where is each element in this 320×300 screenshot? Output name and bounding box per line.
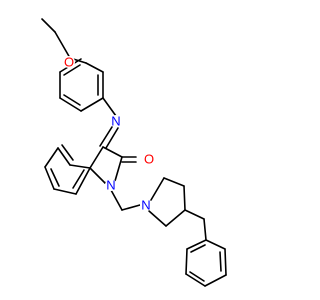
- bond: [163, 177, 185, 187]
- bond: [63, 64, 81, 76]
- bond: [89, 146, 104, 169]
- bond: [224, 248, 227, 276]
- ether-oxygen-label: O: [64, 55, 74, 70]
- bond: [102, 146, 123, 158]
- bond: [205, 239, 226, 250]
- bond: [89, 167, 106, 184]
- indole-nitrogen-label: N: [106, 178, 115, 193]
- bond: [203, 218, 207, 241]
- bond: [102, 97, 117, 117]
- carbonyl-oxygen-label: O: [144, 152, 154, 167]
- bond: [44, 147, 59, 168]
- piperidine-nitrogen-label: N: [141, 198, 150, 213]
- bond: [44, 166, 55, 190]
- bond: [185, 273, 206, 287]
- bond: [114, 156, 123, 182]
- bond: [186, 239, 207, 250]
- imine-nitrogen-label: N: [111, 114, 120, 129]
- bond: [121, 204, 141, 211]
- bond: [99, 126, 113, 147]
- bond: [41, 18, 56, 33]
- bond: [75, 167, 91, 195]
- bond: [63, 94, 81, 106]
- bond: [72, 169, 85, 189]
- bond: [105, 127, 119, 149]
- bond: [219, 251, 222, 272]
- bond: [204, 274, 227, 287]
- bond-lines: [41, 18, 227, 287]
- bond: [57, 147, 71, 166]
- bond: [184, 209, 205, 220]
- bond: [53, 188, 77, 195]
- molecule-structure-diagram: O N O N N: [41, 18, 227, 287]
- bond: [148, 210, 167, 227]
- bond: [80, 97, 104, 112]
- bond: [50, 168, 60, 187]
- bond: [85, 62, 104, 73]
- bond: [59, 97, 82, 112]
- bond: [69, 164, 91, 169]
- bond: [190, 244, 206, 253]
- bond: [150, 177, 165, 201]
- atom-labels: O N O N N: [63, 55, 155, 213]
- bond: [189, 271, 205, 282]
- bond: [110, 189, 123, 211]
- bond: [185, 248, 188, 275]
- bond: [54, 31, 71, 59]
- bond: [183, 185, 186, 211]
- bond: [61, 144, 74, 161]
- bond: [165, 209, 186, 227]
